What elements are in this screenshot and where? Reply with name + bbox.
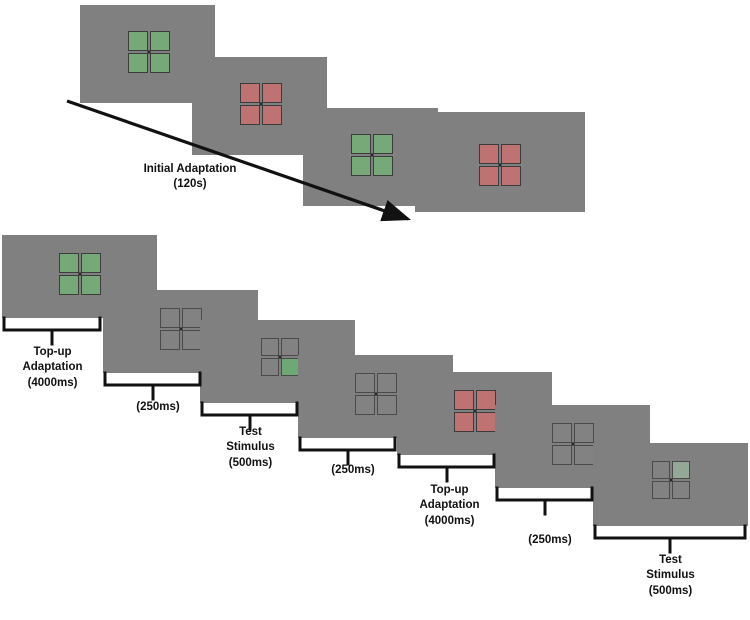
topup-duration-text: (4000ms) [424, 514, 475, 527]
bracket-isi-1 [103, 371, 202, 401]
bracket-test-2 [593, 524, 747, 554]
stimulus-red-checkerboard [240, 83, 282, 125]
quadrant-top-left [59, 253, 79, 273]
quadrant-bottom-left [355, 395, 375, 415]
panel-test-2 [593, 443, 748, 526]
quadrant-top-left [552, 423, 572, 443]
quadrant-top-left [261, 338, 279, 356]
quadrant-top-right [182, 308, 202, 328]
quadrant-top-right [262, 83, 282, 103]
quadrant-top-right [150, 31, 170, 51]
stimulus-green-checkerboard [351, 134, 393, 176]
stimulus-red-checkerboard [479, 144, 521, 186]
quadrant-top-right [574, 423, 594, 443]
quadrant-bottom-right [182, 330, 202, 350]
isi-label-1: (250ms) [112, 400, 204, 415]
test-duration-text: (500ms) [648, 584, 693, 597]
quadrant-top-left [355, 373, 375, 393]
initial-adaptation-label: Initial Adaptation (120s) [115, 162, 265, 193]
quadrant-bottom-right [281, 358, 299, 376]
topup-label-text: Top-up Adaptation [22, 346, 83, 374]
stimulus-neutral-checkerboard [552, 423, 594, 465]
bracket-isi-2 [298, 436, 397, 466]
initial-adaptation-text: Initial Adaptation [143, 163, 237, 175]
quadrant-top-right [373, 134, 393, 154]
quadrant-bottom-left [59, 275, 79, 295]
quadrant-bottom-right [574, 445, 594, 465]
quadrant-bottom-left [240, 105, 260, 125]
quadrant-bottom-left [552, 445, 572, 465]
stimulus-test-checkerboard [652, 461, 690, 499]
quadrant-bottom-right [501, 166, 521, 186]
quadrant-bottom-right [81, 275, 101, 295]
quadrant-top-left [479, 144, 499, 164]
quadrant-bottom-left [652, 481, 670, 499]
isi-duration-text: (250ms) [136, 401, 180, 413]
initial-adaptation-duration: (120s) [173, 178, 207, 191]
panel-initial-adapt-4 [415, 112, 585, 212]
stimulus-neutral-checkerboard [160, 308, 202, 350]
isi-label-3: (250ms) [504, 533, 596, 548]
quadrant-bottom-right [476, 412, 496, 432]
quadrant-top-left [128, 31, 148, 51]
quadrant-bottom-right [373, 156, 393, 176]
quadrant-top-left [454, 390, 474, 410]
quadrant-top-right [501, 144, 521, 164]
quadrant-top-right [81, 253, 101, 273]
quadrant-bottom-left [160, 330, 180, 350]
bracket-topup-1 [2, 316, 102, 346]
test-stimulus-label-2: Test Stimulus (500ms) [623, 553, 718, 599]
test-label-text: Test Stimulus [226, 426, 275, 454]
isi-label-2: (250ms) [307, 463, 399, 478]
quadrant-top-left [160, 308, 180, 328]
stimulus-green-checkerboard [59, 253, 101, 295]
quadrant-bottom-right [262, 105, 282, 125]
quadrant-bottom-left [454, 412, 474, 432]
quadrant-bottom-left [479, 166, 499, 186]
quadrant-top-right [281, 338, 299, 356]
test-stimulus-label-1: Test Stimulus (500ms) [203, 425, 298, 471]
quadrant-top-left [351, 134, 371, 154]
test-label-text: Test Stimulus [646, 554, 695, 582]
topup-label-text: Top-up Adaptation [419, 484, 480, 512]
quadrant-bottom-left [351, 156, 371, 176]
panel-initial-adapt-1 [80, 5, 215, 103]
topup-adaptation-label-2: Top-up Adaptation (4000ms) [402, 483, 497, 529]
quadrant-top-right [476, 390, 496, 410]
bracket-topup-2 [397, 453, 496, 483]
stimulus-test-checkerboard [261, 338, 299, 376]
stimulus-neutral-checkerboard [355, 373, 397, 415]
quadrant-bottom-right [672, 481, 690, 499]
isi-duration-text: (250ms) [331, 464, 375, 476]
quadrant-bottom-left [128, 53, 148, 73]
quadrant-bottom-left [261, 358, 279, 376]
quadrant-bottom-right [150, 53, 170, 73]
quadrant-top-left [652, 461, 670, 479]
test-duration-text: (500ms) [228, 456, 273, 469]
quadrant-bottom-right [377, 395, 397, 415]
isi-duration-text: (250ms) [528, 534, 572, 546]
topup-adaptation-label-1: Top-up Adaptation (4000ms) [5, 345, 100, 391]
topup-duration-text: (4000ms) [27, 376, 78, 389]
stimulus-green-checkerboard [128, 31, 170, 73]
quadrant-top-right [672, 461, 690, 479]
quadrant-top-left [240, 83, 260, 103]
bracket-isi-3 [495, 486, 594, 516]
stimulus-red-checkerboard [454, 390, 496, 432]
quadrant-top-right [377, 373, 397, 393]
